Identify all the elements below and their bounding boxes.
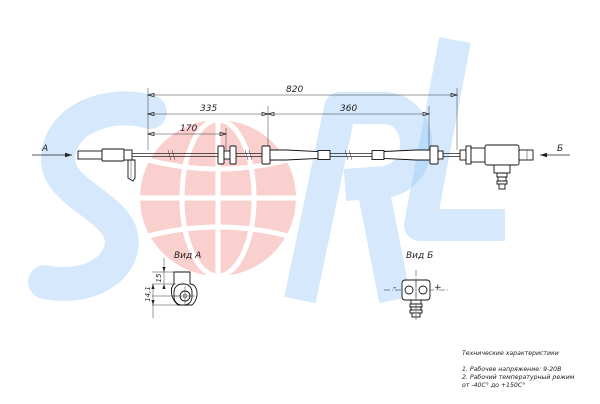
view-b-plus-label: + <box>434 283 442 293</box>
spec-line-1: 1. Рабочее напряжение: 9-20В <box>462 365 561 373</box>
connector-plug <box>459 144 534 190</box>
cable-sleeve-3 <box>371 145 444 165</box>
view-arrow-a: А <box>32 144 72 158</box>
view-a-dim-14-1: 14,1 <box>144 286 152 302</box>
view-arrow-b: Б <box>540 144 570 158</box>
view-b-pin-minus <box>404 285 414 295</box>
view-a-title: Вид А <box>174 251 201 261</box>
spec-title: Технические характеристики <box>462 350 559 357</box>
dimension-360-label: 360 <box>340 104 357 114</box>
sensor-cable-assembly <box>77 144 534 190</box>
sorl-watermark <box>28 37 505 304</box>
dimension-335-label: 335 <box>200 104 217 114</box>
watermark-letter-l <box>404 37 505 241</box>
watermark-letter-s <box>28 91 167 301</box>
view-b-title: Вид Б <box>406 251 433 261</box>
view-marker-b: Б <box>557 144 563 154</box>
spec-line-2: 2. Рабочий температурный режим <box>462 373 575 381</box>
dimension-820-label: 820 <box>286 85 303 95</box>
watermark-letter-r <box>284 92 433 304</box>
view-b-detail: Вид Б - + <box>384 251 450 322</box>
watermark-globe-icon <box>140 117 296 279</box>
cable <box>132 149 460 161</box>
view-a-dim-15: 15 <box>155 273 163 282</box>
cable-grommet-2 <box>261 145 331 165</box>
spec-line-3: от -40С° до +150С° <box>462 381 525 389</box>
view-b-minus-label: - <box>393 283 396 293</box>
cable-clip-1 <box>217 145 237 165</box>
view-a-detail: Вид А 15 14,1 <box>144 251 201 318</box>
view-b-pin-plus <box>418 285 428 295</box>
view-marker-a: А <box>41 144 48 154</box>
dimension-170-label: 170 <box>180 124 197 134</box>
dimension-lines: 820 335 360 170 <box>146 85 459 150</box>
spec-notes: Технические характеристики 1. Рабочее на… <box>462 350 575 389</box>
sensor-head <box>77 148 136 182</box>
